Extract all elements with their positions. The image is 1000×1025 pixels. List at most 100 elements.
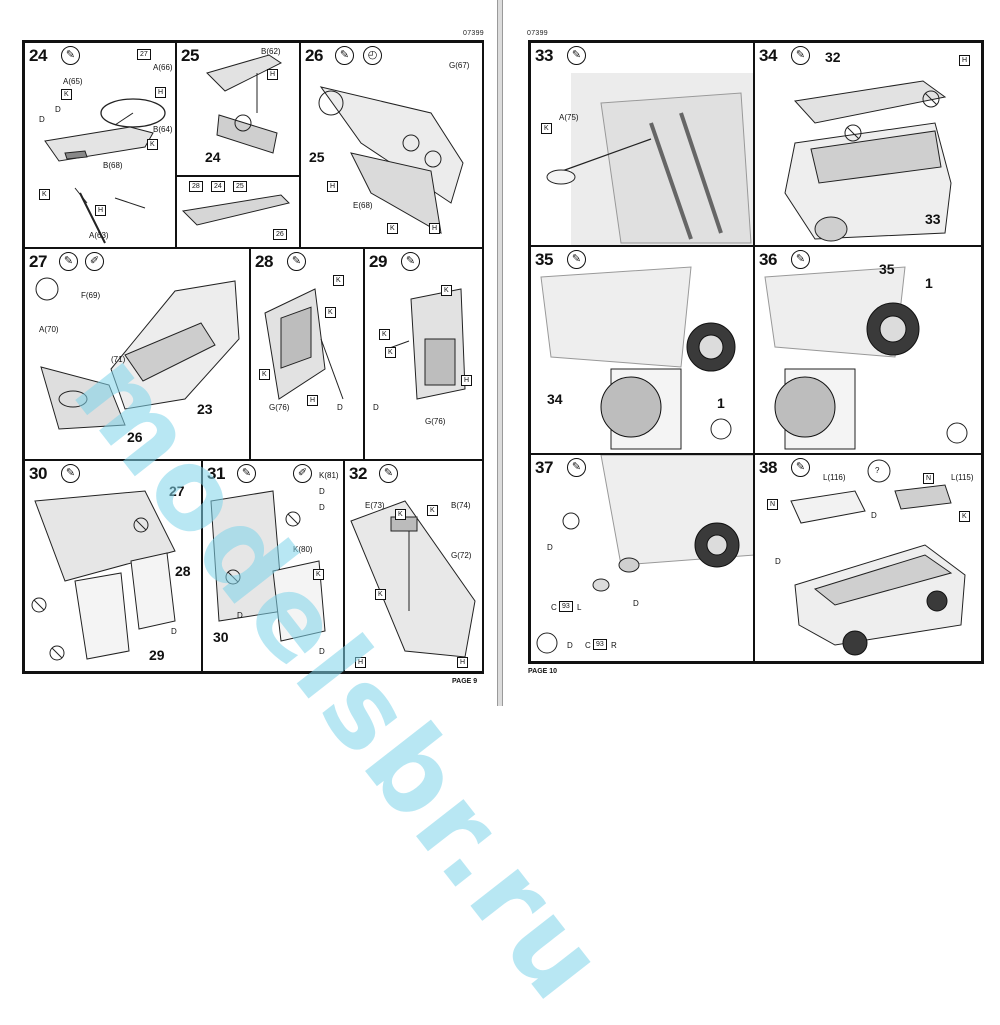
part-label: D	[237, 611, 243, 620]
part-tag: H	[429, 223, 441, 234]
part-tag: N	[923, 473, 935, 484]
part-tag: K	[395, 509, 406, 520]
step-37-panel: 37 ✎ D D C 93 L D C 93 R	[530, 454, 754, 662]
part-label: R	[611, 641, 617, 650]
part-label: G(67)	[449, 61, 470, 70]
part-tag: H	[267, 69, 279, 80]
step-30-panel: 30 ✎ 27 28 29 D	[24, 460, 202, 672]
part-ref: 32	[825, 49, 841, 65]
part-label: D	[55, 105, 61, 114]
step-38-panel: 38 ✎ ? L(116) N L(115) N D K D	[754, 454, 982, 662]
part-label: G(72)	[451, 551, 472, 560]
decal-tag: 27	[137, 49, 151, 60]
part-ref: 25	[309, 149, 325, 165]
kit-code: 07399	[527, 30, 548, 37]
part-tag: K	[259, 369, 270, 380]
step-26-panel: 26 ✎ ◴ G(67) E(68) H K H 25	[300, 42, 483, 248]
step-26-illustration	[318, 86, 464, 234]
part-tag: N	[767, 499, 779, 510]
step-number: 31	[207, 464, 225, 483]
step-number: 30	[29, 464, 47, 483]
part-label: B(74)	[451, 501, 471, 510]
part-label: A(63)	[89, 231, 109, 240]
part-label: B(68)	[103, 161, 123, 170]
step-32-panel: 32 ✎ E(73) B(74) G(72) K K K H H	[344, 460, 483, 672]
part-tag: H	[959, 55, 971, 66]
glue-icon: ✎	[61, 46, 80, 65]
part-label: K(81)	[319, 471, 339, 480]
part-tag: K	[147, 139, 158, 150]
step-36-illustration	[764, 266, 968, 450]
part-ref: 26	[127, 429, 143, 445]
glue-icon: ✎	[791, 458, 810, 477]
part-tag: K	[441, 285, 452, 296]
step-29-illustration	[386, 288, 466, 400]
part-label: D	[567, 641, 573, 650]
step-25-illustration	[206, 54, 282, 154]
dashboard-decal-illustration	[181, 194, 290, 226]
decal-tag: 26	[273, 229, 287, 240]
glue-icon: ✎	[379, 464, 398, 483]
part-tag: H	[457, 657, 469, 668]
part-label: D	[39, 115, 45, 124]
part-label: D	[171, 627, 177, 636]
glue-icon: ✎	[791, 46, 810, 65]
part-label: D	[319, 487, 325, 496]
step-24-panel: 24 ✎ 27 A(66) A(65) D B(64) D B(68) H K …	[24, 42, 176, 248]
part-tag: K	[541, 123, 552, 134]
decal-inset: 28 24 25 26	[176, 176, 300, 248]
step-number: 37	[535, 458, 553, 477]
part-label: G(76)	[425, 417, 446, 426]
right-page: 07399 33 ✎ A(75) K 34 ✎ 32 H 33	[503, 0, 1000, 706]
part-tag: K	[379, 329, 390, 340]
step-number: 33	[535, 46, 553, 65]
page-frame	[22, 40, 484, 674]
part-tag: H	[327, 181, 339, 192]
glue-icon: ✎	[287, 252, 306, 271]
step-number: 32	[349, 464, 367, 483]
paint-icon: ✐	[293, 464, 312, 483]
part-tag: K	[385, 347, 396, 358]
part-label: D	[373, 403, 379, 412]
part-label: (71)	[111, 355, 126, 364]
part-tag: H	[95, 205, 107, 216]
step-number: 29	[369, 252, 387, 271]
part-tag: H	[461, 375, 473, 386]
part-ref: 30	[213, 629, 229, 645]
step-number: 36	[759, 250, 777, 269]
step-34-illustration	[784, 80, 952, 242]
step-28-panel: 28 ✎ K K K G(76) D H	[250, 248, 364, 460]
part-ref: 29	[149, 647, 165, 663]
part-label: A(70)	[39, 325, 59, 334]
step-35-illustration	[540, 266, 736, 450]
decal-tag: 25	[233, 181, 247, 192]
part-label: K(80)	[293, 545, 313, 554]
left-page: 07399 24 ✎ 27 A(66) A(65) D B(64) D B(68…	[0, 0, 497, 706]
glue-icon: ✎	[401, 252, 420, 271]
part-label: L(115)	[951, 473, 974, 482]
step-36-panel: 36 ✎ 35 1	[754, 246, 982, 454]
part-label: L	[577, 603, 582, 612]
clock-icon: ◴	[363, 46, 382, 65]
step-31-panel: 31 ✎ ✐ K(81) D D K(80) K D D 30	[202, 460, 344, 672]
part-ref: 1	[717, 395, 725, 411]
kit-code: 07399	[463, 30, 484, 37]
step-number: 27	[29, 252, 47, 271]
part-label: F(69)	[81, 291, 101, 300]
part-ref: 23	[197, 401, 213, 417]
glue-icon: ✎	[59, 252, 78, 271]
step-35-panel: 35 ✎ 34 1	[530, 246, 754, 454]
step-37-illustration	[536, 455, 753, 654]
step-27-panel: 27 ✎ ✐ F(69) A(70) (71) 23 26	[24, 248, 250, 460]
part-ref: 33	[925, 211, 941, 227]
decal-tag: 28	[189, 181, 203, 192]
step-30-illustration	[31, 490, 176, 661]
part-ref: 28	[175, 563, 191, 579]
part-tag: K	[333, 275, 344, 286]
part-label: D	[337, 403, 343, 412]
step-38-illustration	[790, 459, 966, 656]
part-label: A(66)	[153, 63, 173, 72]
part-tag: H	[355, 657, 367, 668]
part-tag: K	[325, 307, 336, 318]
part-label: D	[319, 503, 325, 512]
